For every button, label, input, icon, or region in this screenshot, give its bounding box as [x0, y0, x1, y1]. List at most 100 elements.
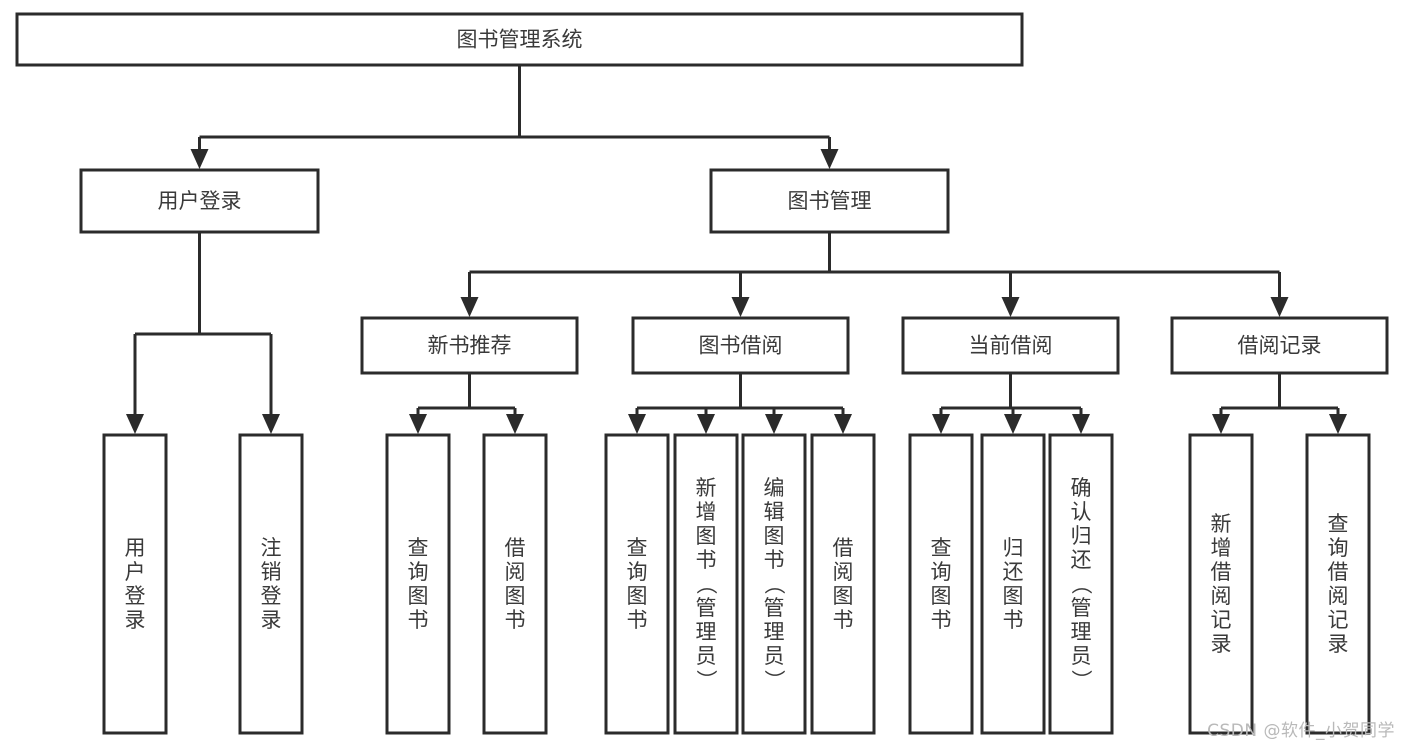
node-label-char: 还: [1071, 548, 1092, 572]
node-label-char: 图: [764, 524, 785, 548]
node-box-leaf-cb-confirm: [1048, 433, 1114, 735]
node-label-char: 管: [1071, 596, 1092, 620]
node-label-char: 登: [125, 584, 146, 608]
node-label-new-book-rec: 新书推荐: [428, 334, 512, 358]
node-label-char: 书: [764, 548, 785, 572]
node-label-char: 查: [627, 536, 648, 560]
node-label-char: 借: [833, 536, 854, 560]
node-label-char: 图: [627, 584, 648, 608]
node-label-char: 归: [1071, 524, 1092, 548]
node-box-leaf-rec-borrow: [482, 433, 548, 735]
node-label-char: 户: [125, 560, 146, 584]
node-label-char: 图: [408, 584, 429, 608]
node-label-char: 阅: [833, 560, 854, 584]
node-label-char: 编: [764, 476, 785, 500]
node-label-char: （: [762, 574, 786, 595]
node-label-char: 借: [1328, 560, 1349, 584]
node-box-leaf-cb-return: [980, 433, 1046, 735]
node-label-book-borrow: 图书借阅: [699, 334, 783, 358]
node-box-leaf-br-query: [1305, 433, 1371, 735]
node-label-char: 图: [833, 584, 854, 608]
node-box-user-login: [79, 168, 320, 234]
node-label-char: 阅: [1328, 584, 1349, 608]
node-label-char: 理: [696, 620, 717, 644]
node-label-char: 图: [931, 584, 952, 608]
node-label-char: 注: [261, 536, 282, 560]
node-label-char: 增: [696, 500, 717, 524]
node-label-char: 询: [931, 560, 952, 584]
node-label-char: 登: [261, 584, 282, 608]
node-label-char: 查: [408, 536, 429, 560]
node-label-char: 还: [1003, 560, 1024, 584]
node-label-char: 阅: [505, 560, 526, 584]
node-leaf-user-login[interactable]: 用户登录: [102, 433, 168, 735]
node-label-char: 归: [1003, 536, 1024, 560]
node-label-char: 辑: [764, 500, 785, 524]
node-label-char: ）: [1069, 670, 1093, 691]
node-label-book-manage: 图书管理: [788, 189, 872, 213]
node-label-char: 借: [505, 536, 526, 560]
node-label-char: 书: [408, 608, 429, 632]
node-label-user-login: 用户登录: [158, 189, 242, 213]
node-box-layer: 图书管理系统用户登录图书管理新书推荐图书借阅当前借阅借阅记录用户登录注销登录查询…: [15, 12, 1389, 735]
node-box-leaf-bb-add: [673, 433, 739, 735]
node-label-char: 图: [1003, 584, 1024, 608]
node-label-char: 图: [696, 524, 717, 548]
node-label-char: 书: [505, 608, 526, 632]
node-label-char: ）: [694, 670, 718, 691]
node-label-char: 录: [1211, 632, 1232, 656]
node-label-char: 管: [696, 596, 717, 620]
node-label-char: 用: [125, 536, 146, 560]
node-label-char: 理: [1071, 620, 1092, 644]
node-label-char: 录: [125, 608, 146, 632]
node-label-char: 查: [931, 536, 952, 560]
node-label-char: 书: [931, 608, 952, 632]
node-label-char: 销: [261, 560, 282, 584]
node-label-root: 图书管理系统: [457, 28, 583, 52]
node-box-book-manage: [709, 168, 950, 234]
node-label-char: 询: [1328, 536, 1349, 560]
node-label-char: 图: [505, 584, 526, 608]
node-label-char: 书: [627, 608, 648, 632]
node-box-leaf-bb-query: [604, 433, 670, 735]
node-label-char: 理: [764, 620, 785, 644]
node-label-char: ）: [762, 670, 786, 691]
node-label-char: 书: [833, 608, 854, 632]
node-user-login[interactable]: 用户登录: [79, 168, 320, 234]
node-label-char: （: [1069, 574, 1093, 595]
node-label-char: （: [694, 574, 718, 595]
node-borrow-record[interactable]: 借阅记录: [1170, 316, 1389, 375]
node-current-borrow[interactable]: 当前借阅: [901, 316, 1120, 375]
node-box-leaf-rec-query: [385, 433, 451, 735]
node-label-char: 增: [1211, 536, 1232, 560]
node-new-book-rec[interactable]: 新书推荐: [360, 316, 579, 375]
node-root[interactable]: 图书管理系统: [15, 12, 1024, 67]
node-label-char: 记: [1211, 608, 1232, 632]
node-box-leaf-user-login: [102, 433, 168, 735]
node-box-current-borrow: [901, 316, 1120, 375]
node-book-manage[interactable]: 图书管理: [709, 168, 950, 234]
node-label-char: 员: [696, 644, 717, 668]
node-label-current-borrow: 当前借阅: [969, 334, 1053, 358]
node-book-borrow[interactable]: 图书借阅: [631, 316, 850, 375]
node-label-char: 录: [1328, 632, 1349, 656]
node-label-char: 员: [764, 644, 785, 668]
node-box-borrow-record: [1170, 316, 1389, 375]
connector-layer: [126, 65, 1347, 434]
node-label-char: 员: [1071, 644, 1092, 668]
node-label-char: 管: [764, 596, 785, 620]
